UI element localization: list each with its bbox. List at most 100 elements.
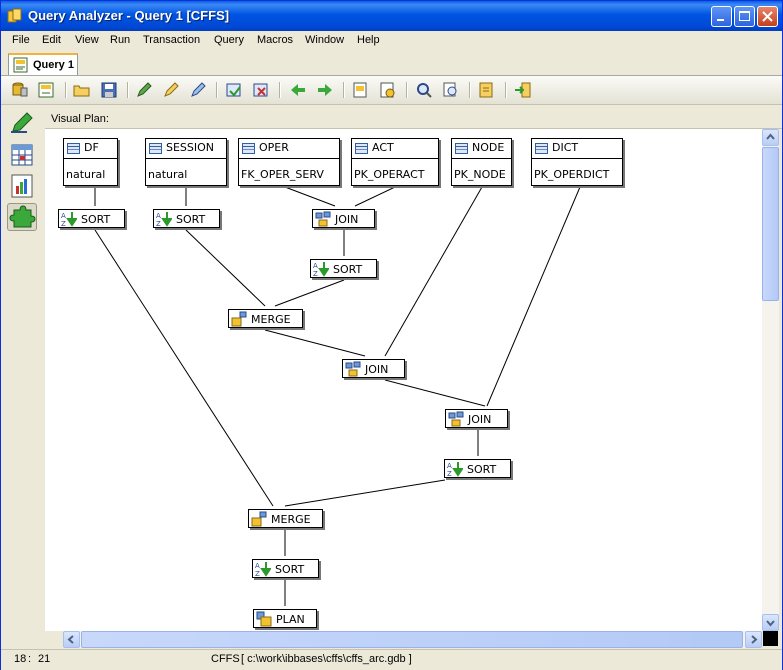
tab-query-1[interactable]: Query 1 (8, 53, 78, 75)
table-node-df[interactable]: DF natural (63, 138, 118, 186)
op-plan[interactable]: PLAN (253, 609, 317, 628)
pencil-step-icon[interactable] (162, 81, 180, 99)
table-node-act[interactable]: ACT PK_OPERACT (351, 138, 439, 186)
table-icon (67, 143, 80, 154)
node-divider (352, 158, 438, 159)
chart-icon (11, 174, 33, 198)
rollback-icon[interactable] (252, 81, 270, 99)
sort-icon: AZ (61, 212, 77, 227)
puzzle-icon (9, 205, 36, 228)
op-label: JOIN (335, 213, 359, 226)
menu-view[interactable]: View (75, 34, 99, 46)
table-icon (242, 143, 255, 154)
op-label: JOIN (365, 363, 389, 376)
commit-icon[interactable] (225, 81, 243, 99)
table-node-session[interactable]: SESSION natural (145, 138, 227, 186)
query-document-icon (13, 57, 28, 73)
arrow-left-icon[interactable] (289, 81, 307, 99)
menu-macros[interactable]: Macros (257, 34, 294, 46)
table-node-node[interactable]: NODE PK_NODE (451, 138, 512, 186)
status-column: 21 (38, 653, 51, 665)
svg-text:A: A (61, 212, 66, 220)
edge (94, 229, 274, 507)
table-node-oper[interactable]: OPER FK_OPER_SERV (238, 138, 340, 186)
node-divider (64, 158, 117, 159)
menu-edit[interactable]: Edit (42, 34, 61, 46)
edge (284, 186, 336, 207)
menu-window[interactable]: Window (305, 34, 345, 46)
op-join-node[interactable]: JOIN (342, 359, 405, 378)
results-grid-view-button[interactable] (7, 141, 37, 169)
database-icon[interactable] (11, 81, 29, 99)
open-folder-icon[interactable] (73, 81, 91, 99)
vertical-scrollbar[interactable] (762, 129, 779, 631)
menu-file[interactable]: File (12, 34, 30, 46)
scroll-left-button[interactable] (63, 631, 80, 648)
edge (185, 229, 266, 307)
scroll-down-button[interactable] (762, 614, 779, 631)
plan-edges (94, 186, 581, 606)
pencil-green-icon (11, 112, 33, 133)
status-separator: : (28, 653, 32, 665)
horizontal-scrollbar[interactable] (63, 631, 762, 648)
table-name: SESSION (166, 141, 215, 154)
scroll-right-button[interactable] (745, 631, 762, 648)
edge (384, 186, 483, 357)
node-divider (452, 158, 511, 159)
options-icon[interactable] (478, 81, 496, 99)
table-node-dict[interactable]: DICT PK_OPERDICT (531, 138, 623, 186)
minimize-button[interactable] (711, 6, 732, 27)
menu-transaction[interactable]: Transaction (143, 34, 201, 46)
merge-icon (251, 511, 267, 527)
scroll-up-button[interactable] (762, 129, 779, 146)
arrow-left-small-icon (67, 635, 74, 644)
menu-help[interactable]: Help (357, 34, 380, 46)
svg-text:A: A (447, 462, 452, 470)
maximize-button[interactable] (734, 6, 755, 27)
script-tools-icon[interactable] (379, 81, 397, 99)
sort-icon: AZ (156, 212, 172, 227)
op-merge-2[interactable]: MERGE (248, 509, 323, 528)
op-label: MERGE (271, 513, 311, 526)
op-join-oper-act[interactable]: JOIN (312, 209, 375, 228)
edge (354, 186, 396, 207)
arrow-right-icon[interactable] (316, 81, 334, 99)
table-name: DICT (552, 141, 579, 154)
sort-icon: AZ (255, 562, 271, 577)
exit-icon[interactable] (514, 81, 532, 99)
menu-query[interactable]: Query (214, 34, 244, 46)
sql-script-icon[interactable] (352, 81, 370, 99)
find-next-icon[interactable] (442, 81, 460, 99)
save-icon[interactable] (100, 81, 118, 99)
menu-run[interactable]: Run (110, 34, 131, 46)
document-tabs: Query 1 (1, 51, 782, 76)
op-join-dict[interactable]: JOIN (445, 409, 508, 428)
table-index: FK_OPER_SERV (241, 168, 324, 181)
node-divider (532, 158, 622, 159)
svg-text:A: A (255, 562, 260, 570)
statistics-view-button[interactable] (7, 172, 37, 200)
minimize-icon (717, 19, 724, 21)
vertical-scroll-thumb[interactable] (762, 147, 779, 301)
search-icon[interactable] (415, 81, 433, 99)
op-merge-1[interactable]: MERGE (228, 309, 303, 328)
horizontal-scroll-thumb[interactable] (81, 631, 743, 648)
visual-plan-view-button[interactable] (7, 203, 37, 231)
sql-edit-view-button[interactable] (7, 109, 37, 137)
title-bar[interactable]: Query Analyzer - Query 1 [CFFS] (1, 1, 782, 31)
join-icon (315, 211, 331, 227)
pencil-edit-icon[interactable] (189, 81, 207, 99)
toolbar (1, 76, 782, 105)
sql-editor-icon[interactable] (38, 81, 56, 99)
pencil-run-icon[interactable] (135, 81, 153, 99)
close-button[interactable] (757, 6, 778, 27)
sort-icon: AZ (313, 262, 329, 277)
visual-plan-canvas[interactable]: DF natural SESSION natural OPER FK_OPER_… (45, 129, 762, 631)
svg-text:Z: Z (447, 470, 452, 477)
op-label: SORT (81, 213, 111, 226)
